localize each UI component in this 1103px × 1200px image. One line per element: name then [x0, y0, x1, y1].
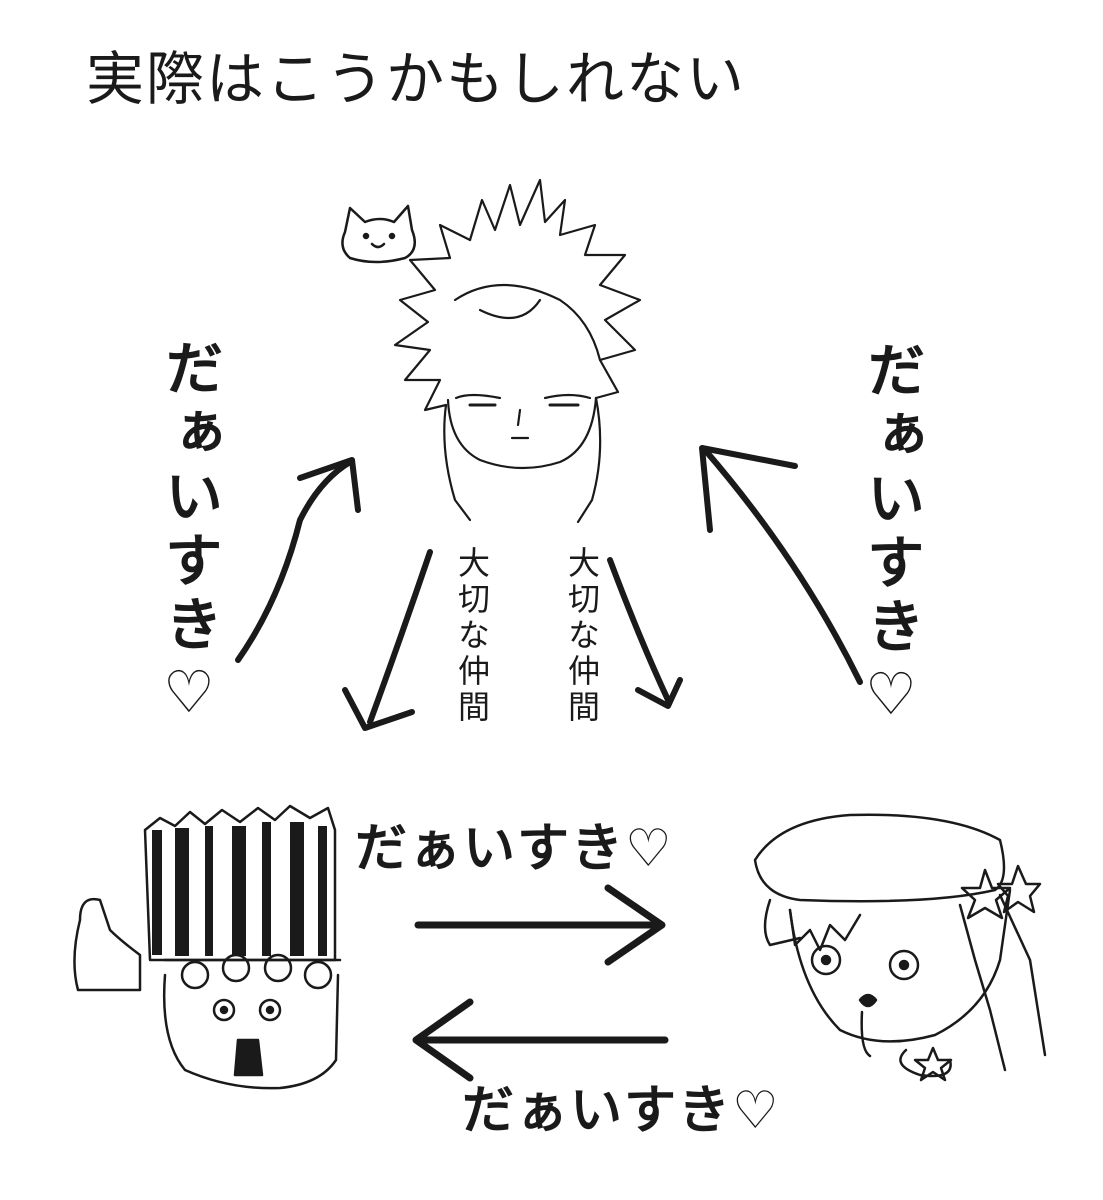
- bottom-left-arrow: [412, 998, 669, 1082]
- cat-doodle: [341, 204, 417, 264]
- mid-right-down-arrow: [607, 557, 683, 709]
- right-up-arrow: [699, 445, 863, 685]
- left-up-arrow: [235, 457, 361, 663]
- mid-left-down-arrow: [342, 549, 433, 731]
- bottom-right-arrow: [414, 884, 666, 966]
- left-vertical-label: だぁいすき♡: [155, 338, 223, 732]
- mid-right-vertical-label: 大切な仲間: [563, 546, 601, 726]
- bottom-top-label: だぁいすき♡: [355, 819, 674, 879]
- top-character-head: [393, 178, 642, 524]
- right-vertical-label: だぁいすき♡: [857, 340, 925, 734]
- bottom-bottom-label: だぁいすき♡: [462, 1081, 781, 1141]
- mid-left-vertical-label: 大切な仲間: [453, 546, 491, 726]
- bottom-right-character: [753, 813, 1047, 1082]
- bottom-left-character: [73, 804, 342, 1090]
- page-title: 実際はこうかもしれない: [86, 45, 747, 113]
